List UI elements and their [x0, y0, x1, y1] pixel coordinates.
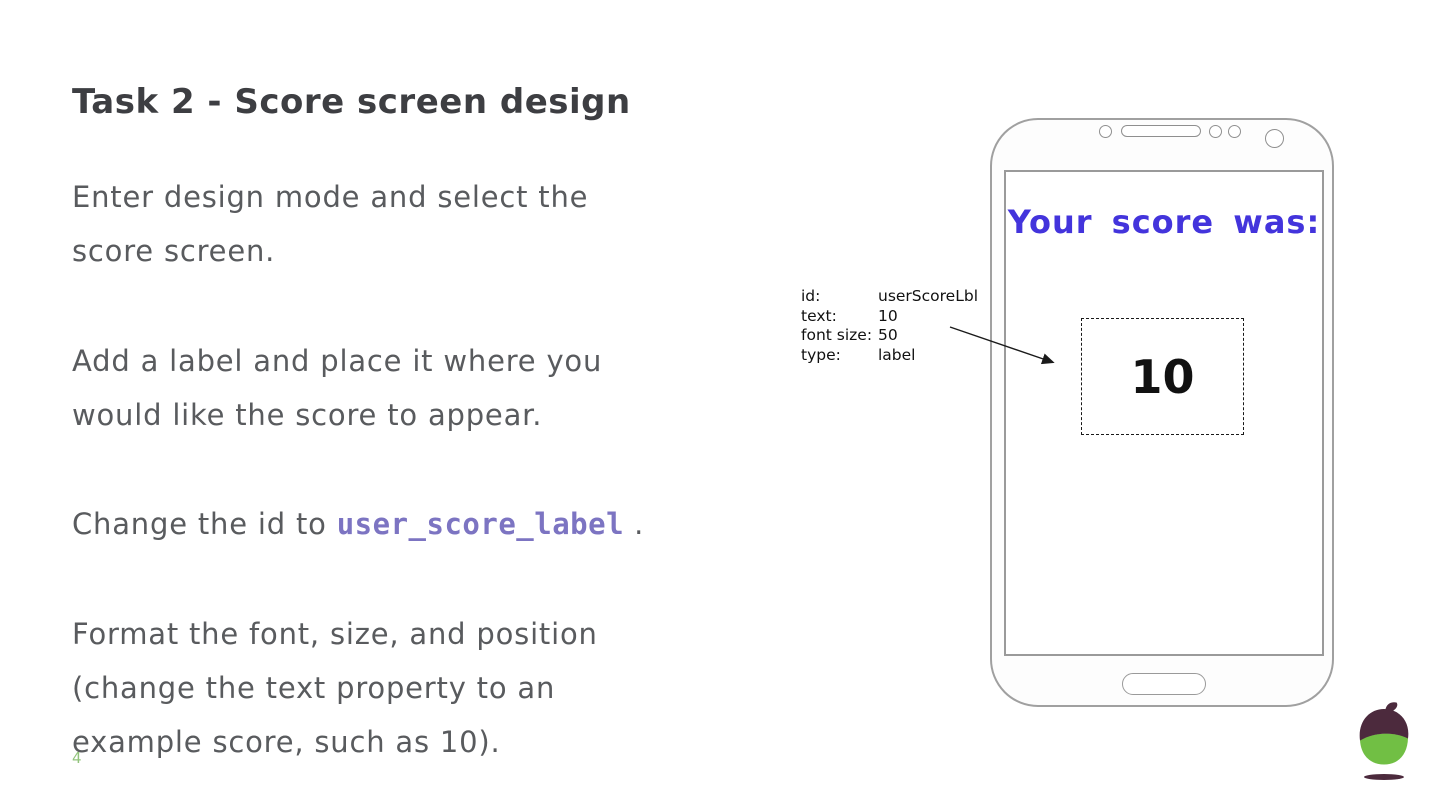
paragraph-line: Enter design mode and select the [72, 180, 589, 214]
score-label-placeholder-box: 10 [1081, 318, 1244, 435]
annotation-row: id: userScoreLbl [801, 287, 978, 307]
paragraph-line: Format the font, size, and position [72, 617, 598, 651]
phone-speaker-icon [1121, 125, 1201, 137]
annotation-property-name: font size: [801, 326, 873, 344]
paragraph-line: example score, such as 10). [72, 725, 501, 759]
page-number: 4 [72, 749, 82, 767]
instruction-paragraph-1: Enter design mode and select the score s… [72, 170, 752, 278]
oak-acorn-logo-icon [1359, 702, 1409, 780]
label-properties-annotation: id: userScoreLbl text: 10 font size: 50 … [801, 287, 978, 365]
annotation-row: font size: 50 [801, 326, 978, 346]
phone-sensor-dot-icon [1228, 125, 1241, 138]
annotation-row: type: label [801, 346, 978, 366]
phone-front-camera-icon [1265, 129, 1284, 148]
annotation-property-value: 10 [878, 306, 898, 325]
instruction-paragraph-4: Format the font, size, and position (cha… [72, 607, 752, 769]
annotation-property-name: id: [801, 287, 821, 305]
phone-home-button [1122, 673, 1206, 695]
paragraph-line: (change the text property to an [72, 671, 556, 705]
instruction-paragraph-2: Add a label and place it where you would… [72, 334, 752, 442]
paragraph-line: score screen. [72, 234, 276, 268]
phone-sensor-dot-icon [1209, 125, 1222, 138]
phone-sensor-dot-icon [1099, 125, 1112, 138]
paragraph-line: Add a label and place it where you [72, 344, 603, 378]
score-label-value: 10 [1130, 349, 1195, 404]
annotation-property-value: 50 [878, 326, 898, 344]
instruction-paragraph-3: Change the id to user_score_label . [72, 497, 752, 551]
annotation-property-name: type: [801, 345, 841, 364]
phone-screen: Your score was: 10 [1004, 170, 1324, 656]
annotation-arrow-icon [949, 326, 1055, 365]
paragraph-line: would like the score to appear. [72, 398, 543, 432]
code-snippet-user-score-label: user_score_label [336, 507, 625, 541]
annotation-property-value: label [878, 345, 916, 364]
annotation-property-name: text: [801, 306, 837, 325]
score-screen-heading: Your score was: [1007, 203, 1321, 241]
annotation-row: text: 10 [801, 307, 978, 327]
annotation-property-value: userScoreLbl [878, 287, 979, 305]
page-title: Task 2 - Score screen design [72, 82, 631, 122]
phone-mockup: Your score was: 10 [990, 118, 1334, 707]
paragraph-text: Change the id to [72, 507, 337, 541]
paragraph-text: . [624, 507, 645, 541]
